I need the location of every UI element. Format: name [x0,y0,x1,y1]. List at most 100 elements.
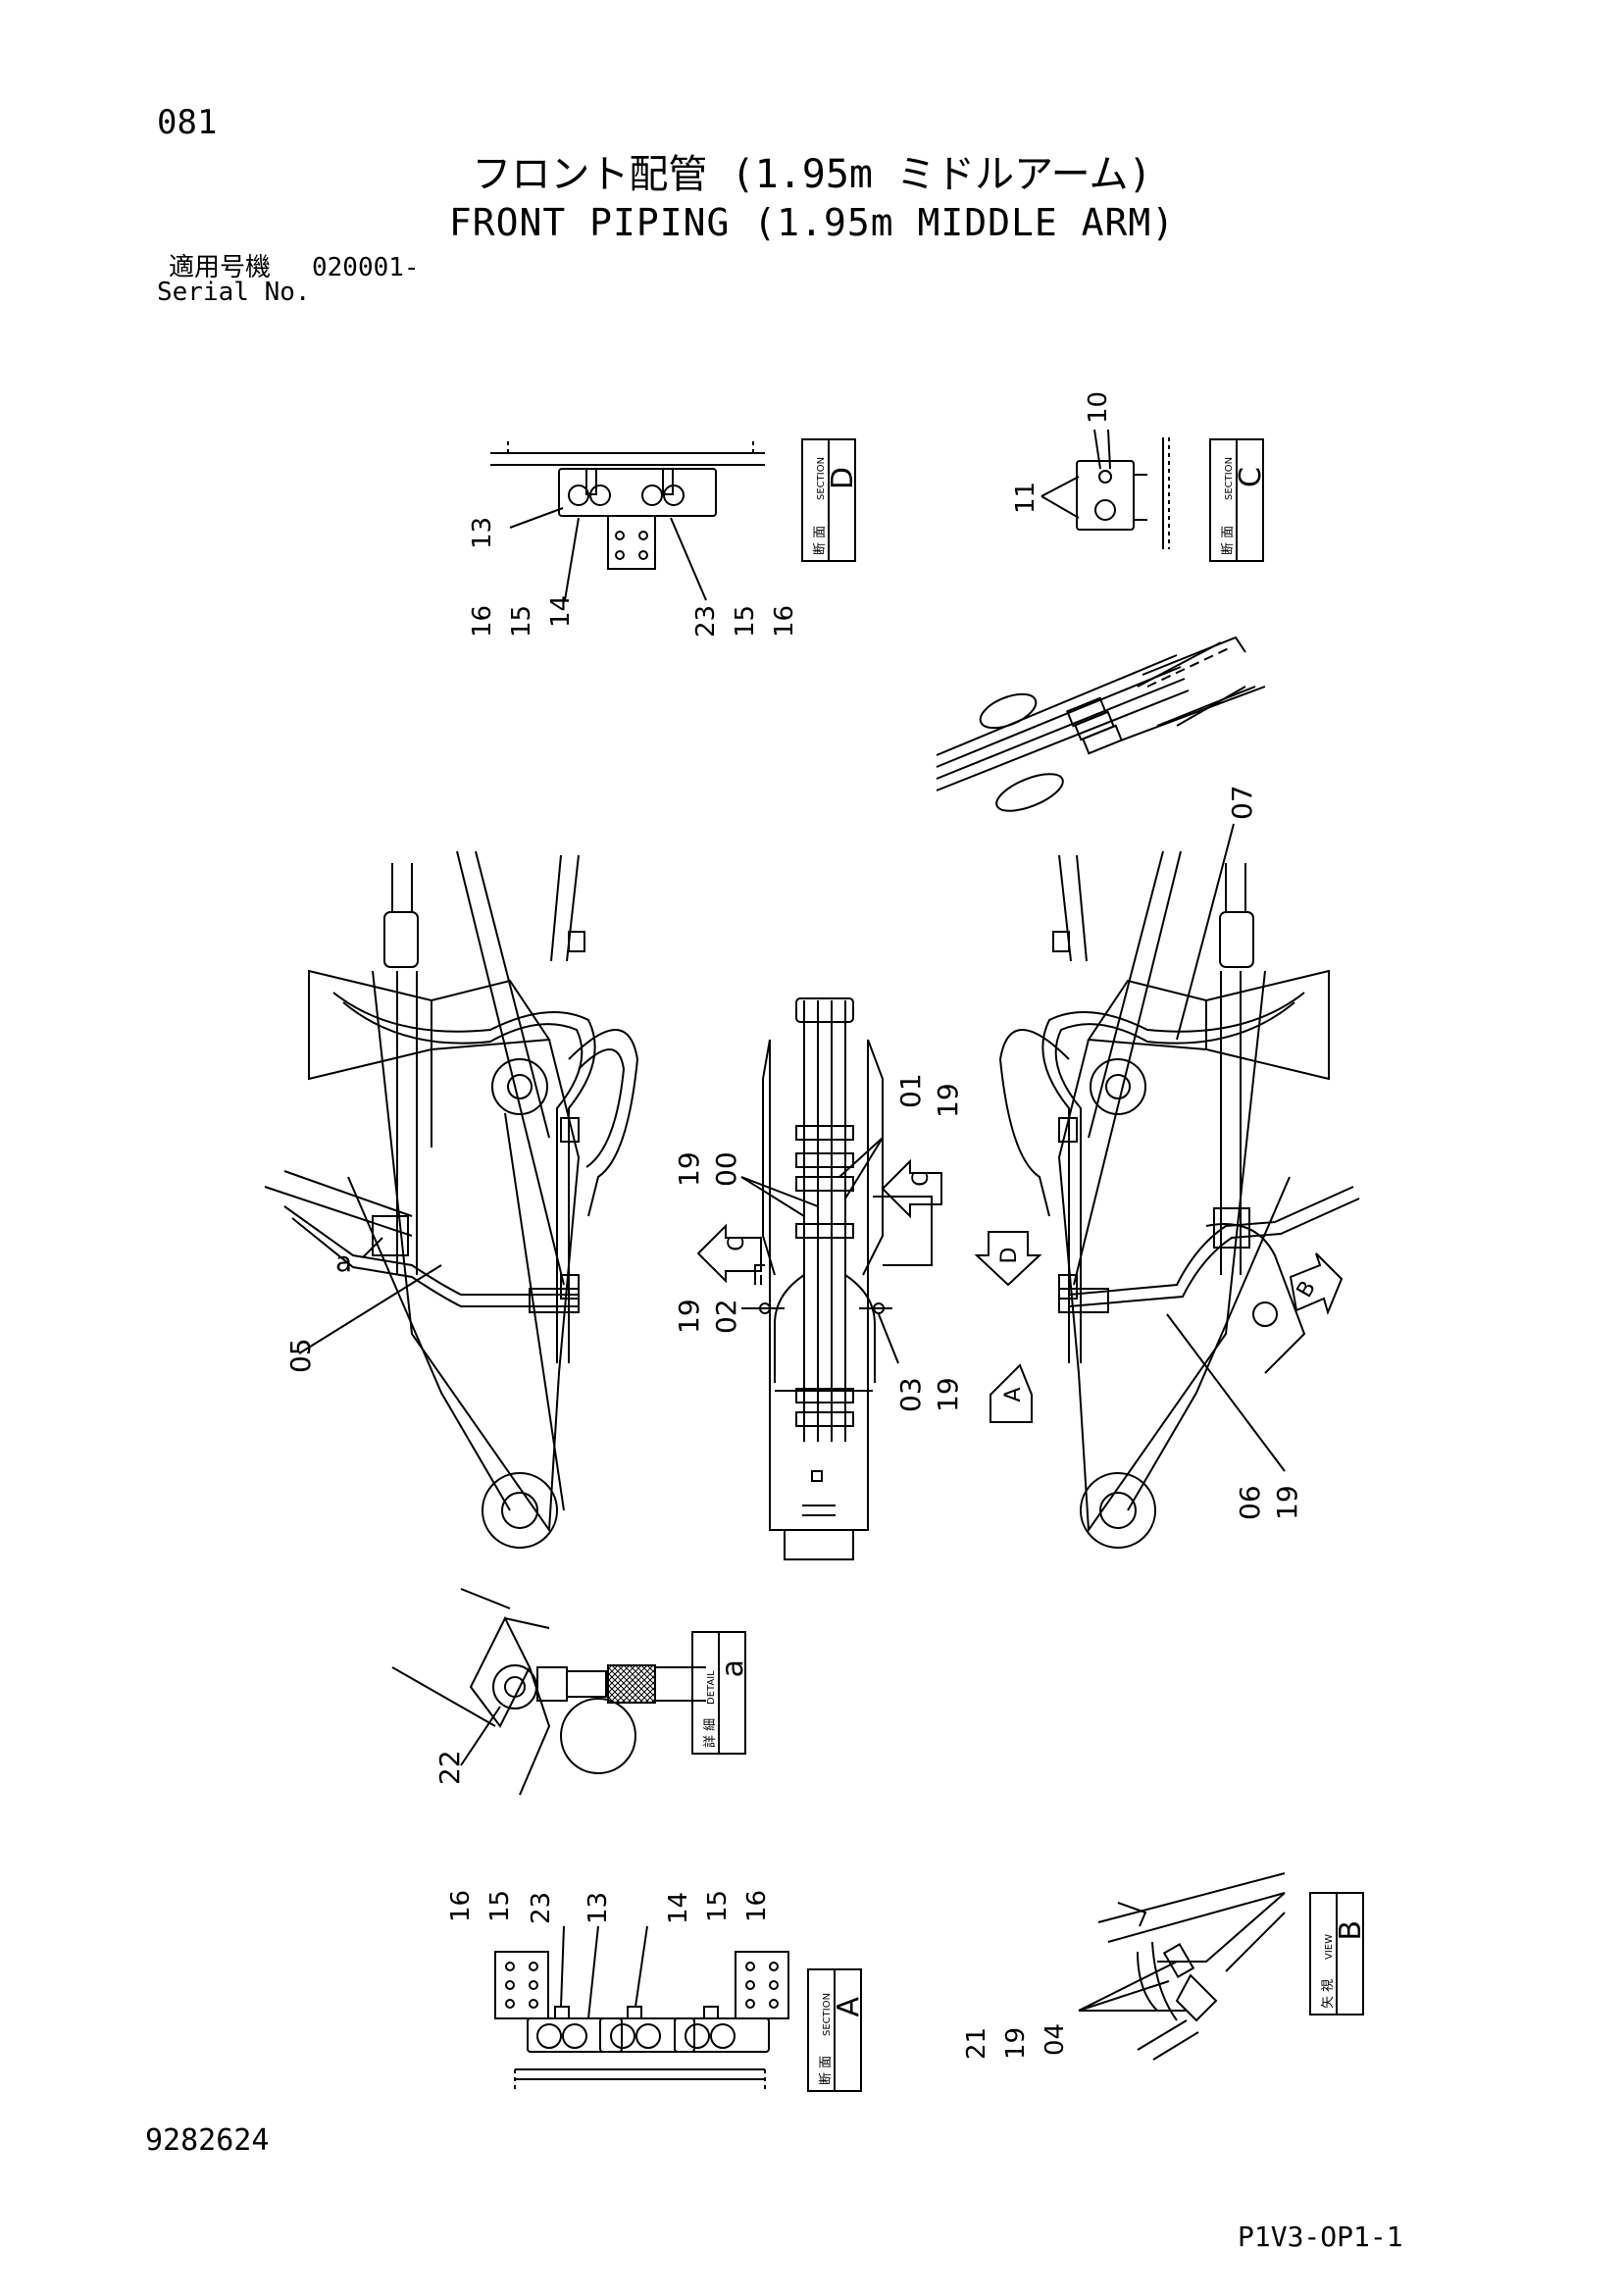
arm-link [308,969,432,1081]
callout-label: 19 [1271,1485,1303,1520]
view-label-kanji: 断 面 [819,2056,834,2085]
elbow-fitting [492,1664,537,1709]
side-plate-left [494,1951,549,2019]
cylinder-fitting [383,911,419,968]
arm-end-pin [482,1472,558,1549]
view-arrow-c-left: C [696,1223,762,1284]
callout-label: 13 [468,517,497,549]
callout-label: 16 [446,1890,476,1922]
leader-05 [298,1264,442,1354]
section-d-callouts: 13 16 15 14 23 15 16 [468,517,799,638]
clamp-block [1076,460,1135,531]
view-arrow-letter: C [725,1236,749,1250]
callout-label: 21 [962,2027,991,2060]
view-label-caption: VIEW [1324,1934,1335,1960]
callout-label: 19 [673,1151,705,1187]
side-plate-right [735,1951,789,2019]
view-label-kanji: 断 面 [813,526,828,555]
serial-label-japanese: 適用号機 [169,253,272,282]
callout-label: 19 [1001,2027,1031,2060]
view-arrow-letter: B [1293,1277,1321,1302]
left-callouts: a 05 [284,1246,352,1373]
clamp-block [558,468,717,517]
arm-end-pin [1080,1472,1156,1549]
leader-a [362,1237,383,1258]
view-arrow-letter: A [1001,1387,1026,1402]
fitting-a [372,1215,409,1256]
page-code: P1V3-OP1-1 [1238,2220,1403,2253]
leader-00 [740,1176,805,1217]
detail-a-view [391,1588,706,1796]
callout-label: 11 [1011,482,1040,514]
section-a-callouts: 16 15 23 13 14 15 16 [446,1890,772,1924]
view-label-kanji: 断 面 [1221,526,1236,555]
callout-label: 15 [507,605,536,638]
callout-label: 15 [703,1890,733,1922]
view-label-kanji: 矢 視 [1321,1979,1336,2009]
serial-label-english: Serial No. [157,278,311,307]
section-d-view [490,441,765,601]
callout-label: 16 [742,1890,772,1922]
view-arrow-b: B [1289,1252,1344,1316]
hose-line-lower [283,1205,579,1296]
title-english: FRONT PIPING (1.95m MIDDLE ARM) [448,201,1176,244]
leader-06 [1166,1313,1286,1472]
callout-label: 06 [1234,1485,1266,1520]
view-label-letter: A [832,1997,866,2017]
view-label-caption: SECTION [822,1993,833,2036]
detail-a-callouts: 22 [433,1750,466,1785]
leader-10 [1093,429,1101,470]
center-callouts: 19 00 01 19 19 02 03 19 [673,1073,964,1412]
leader-01 [838,1137,884,1178]
callout-label: 23 [691,605,721,638]
callout-label: 13 [584,1892,613,1924]
document-number: 9282624 [145,2123,270,2158]
view-label-letter: C [1234,467,1268,487]
callout-label: 01 [894,1073,927,1108]
section-c-callouts: 10 11 [1011,391,1113,514]
view-label-caption: SECTION [1224,457,1235,500]
callout-label: 15 [731,605,760,638]
callout-label: 14 [546,595,576,628]
callout-label: 19 [932,1083,964,1118]
callout-label: 00 [710,1151,742,1187]
callout-label: 05 [284,1338,317,1373]
serial-range: 020001- [312,253,420,282]
leader-03 [878,1313,899,1364]
pivot-pin [491,1058,548,1115]
callout-label: 04 [1040,2023,1070,2056]
callout-label: 23 [527,1892,556,1924]
leader-13 [509,507,564,529]
view-arrow-a: A [990,1363,1033,1423]
center-plan-view [740,997,933,1560]
right-callouts: 07 06 19 [1226,785,1303,1520]
hose-bundle-perspective [936,636,1266,812]
view-label-letter: D [826,467,860,489]
detail-a-label-box: a 詳 細 DETAIL [691,1631,750,1755]
pivot-pin [1090,1058,1146,1115]
callout-label: a [335,1246,352,1278]
leader-04 [1078,1980,1170,2012]
view-arrow-c-right: C [881,1158,942,1219]
callout-label: 14 [664,1892,693,1924]
right-arm-elevation [998,823,1360,1549]
view-b-label-box: B 矢 視 VIEW [1309,1892,1368,2015]
bracket-plate [607,516,656,570]
section-d-label-box: D 断 面 SECTION [801,438,860,562]
view-label-caption: DETAIL [706,1670,717,1705]
view-arrow-letter: C [909,1171,934,1186]
section-c-label-box: C 断 面 SECTION [1209,438,1268,562]
callout-label: 16 [468,605,497,638]
view-arrow-letter: D [997,1248,1022,1264]
hose-line [332,992,596,1363]
view-label-kanji: 詳 細 [702,1718,718,1748]
view-label-letter: a [716,1659,750,1677]
view-label-letter: B [1334,1920,1368,1941]
leader-07 [1176,823,1235,1041]
view-label-caption: SECTION [816,457,827,500]
view-arrow-d: D [974,1231,1042,1287]
callout-label: 19 [673,1299,705,1334]
callout-label: 07 [1226,785,1258,820]
section-c-view [1040,429,1170,549]
